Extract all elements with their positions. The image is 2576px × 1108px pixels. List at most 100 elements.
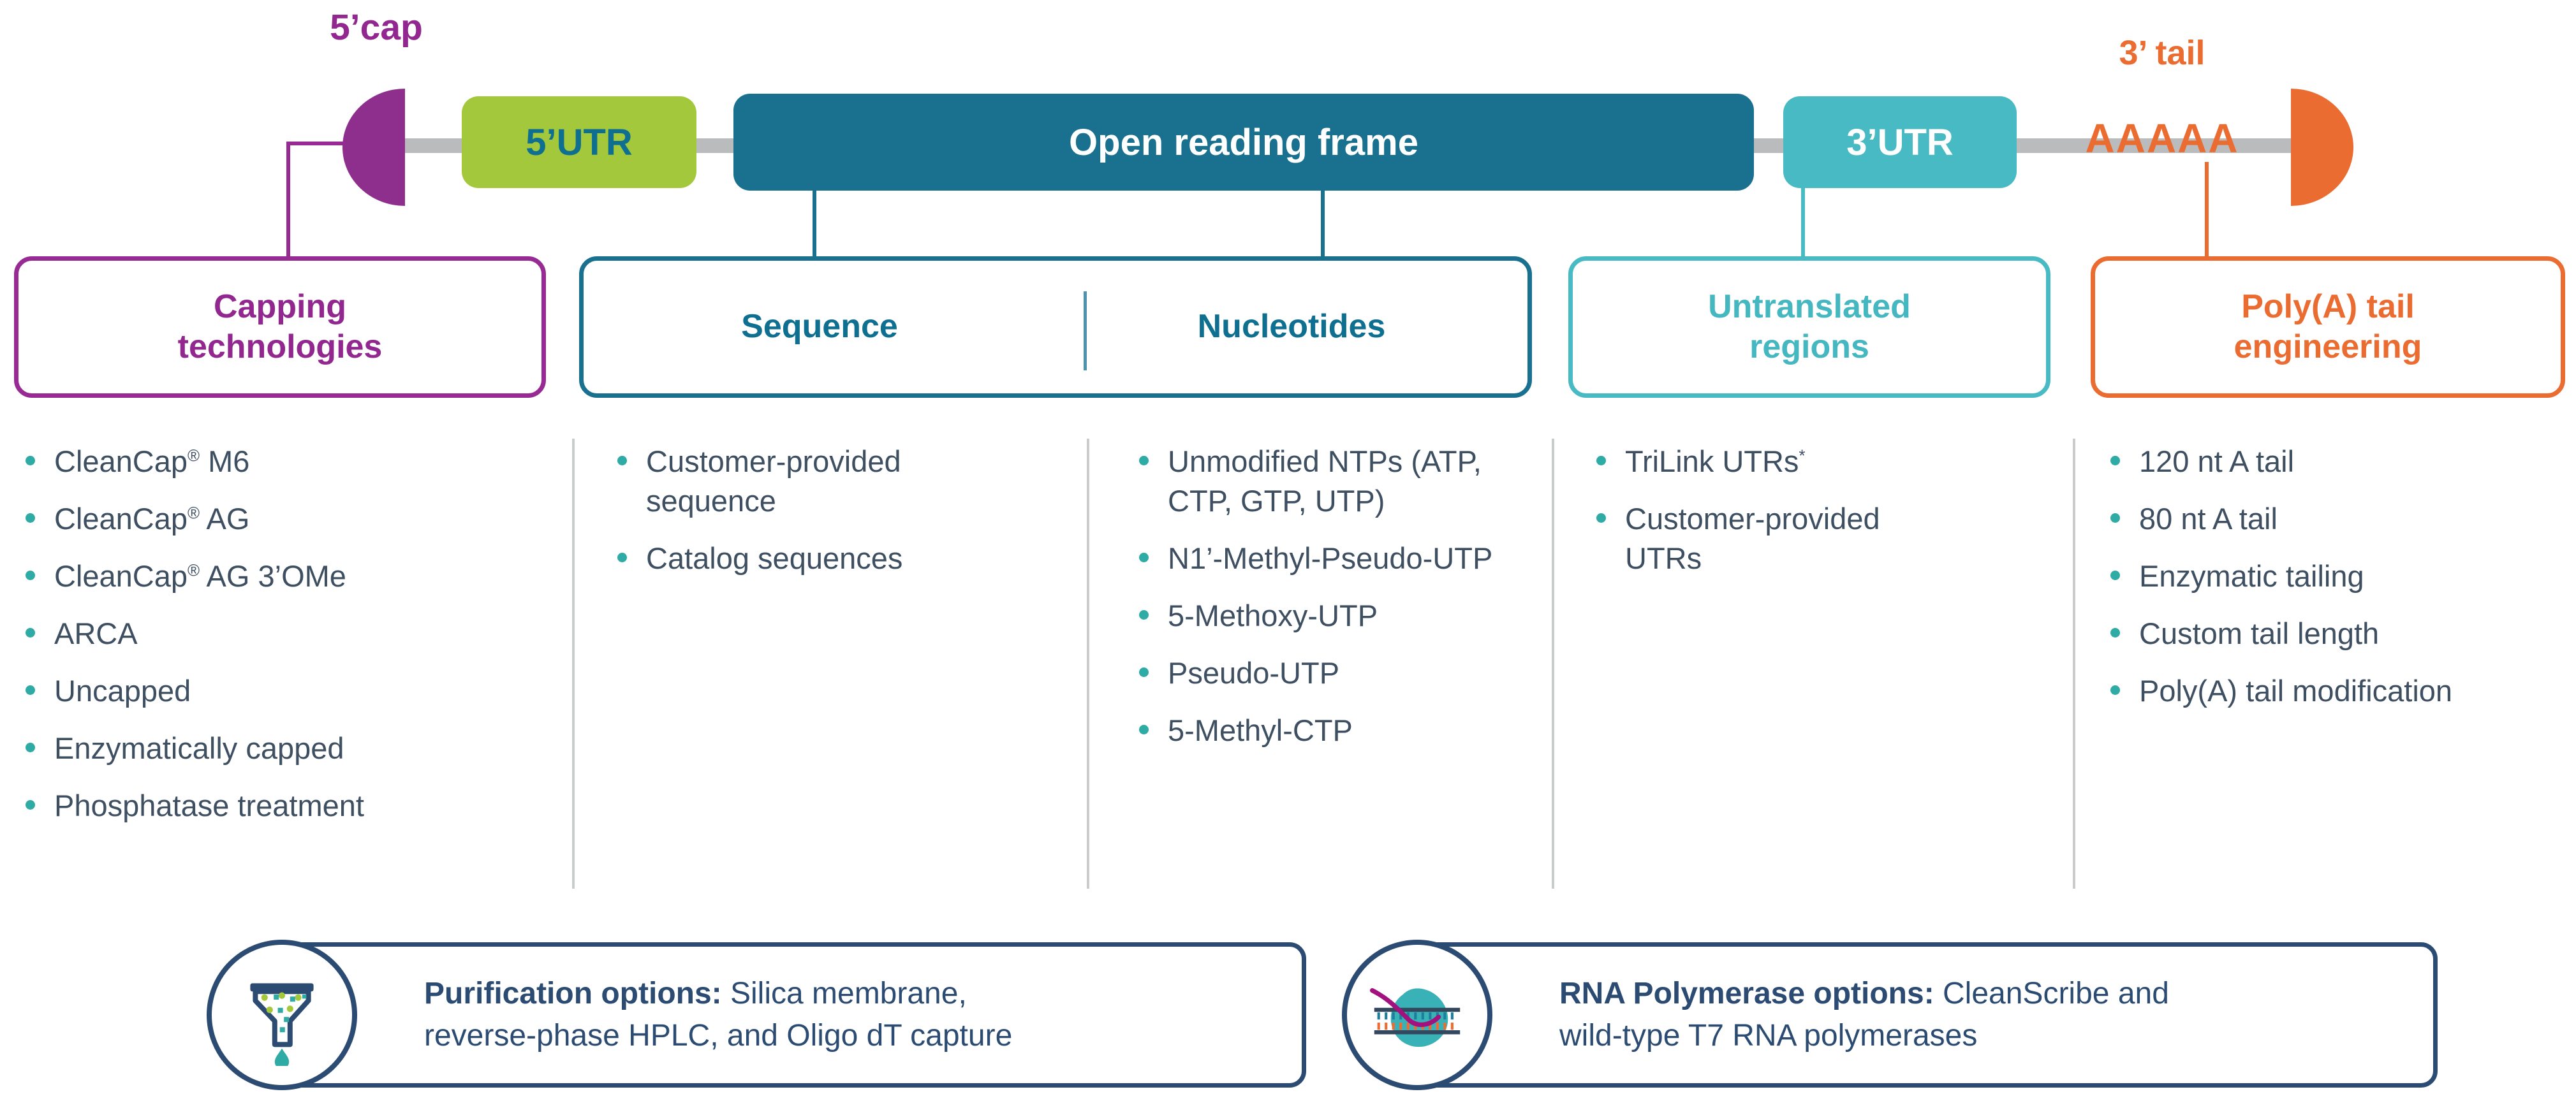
column-divider	[2073, 439, 2075, 889]
list-item-label: CleanCap® M6	[54, 444, 250, 478]
list-item-label: Customer-provided sequence	[646, 444, 901, 518]
bullet-dot-icon	[2110, 685, 2120, 696]
capping-options-list: CleanCap® M6 CleanCap® AG CleanCap® AG 3’O…	[26, 442, 561, 843]
list-item-label: Enzymatic tailing	[2139, 559, 2364, 594]
bullet-dot-icon	[26, 628, 35, 638]
bullet-dot-icon	[26, 800, 35, 810]
polya-tail-engineering-title: Poly(A) tail engineering	[2234, 288, 2422, 365]
rna-polymerase-options-detail: CleanScribe and wild-type T7 RNA polymer…	[1559, 976, 2169, 1053]
bullet-dot-icon	[26, 685, 35, 696]
list-item-label: CleanCap® AG 3’OMe	[54, 559, 346, 594]
three-tail-label: 3’ tail	[2119, 34, 2205, 72]
nucleotide-options-list: Unmodified NTPs (ATP, CTP, GTP, UTP) N1’-…	[1139, 442, 1496, 768]
list-item: CleanCap® AG	[26, 499, 561, 539]
utr3-connector	[1801, 186, 1805, 260]
list-item: Customer-provided UTRs	[1596, 499, 1954, 578]
rna-polymerase-icon-graphic	[1370, 988, 1461, 1047]
polya-tail-engineering-box: Poly(A) tail engineering	[2091, 256, 2565, 398]
bullet-dot-icon	[26, 513, 35, 523]
list-item: Catalog sequences	[617, 539, 1000, 578]
purification-options-text: Purification options: Silica membrane, r…	[424, 973, 1068, 1057]
column-divider	[1552, 439, 1554, 889]
list-item-label: Poly(A) tail modification	[2139, 674, 2453, 708]
bullet-dot-icon	[2110, 456, 2120, 465]
bullet-dot-icon	[1139, 725, 1149, 735]
list-item: CleanCap® M6	[26, 442, 561, 481]
sequence-nucleotides-divider	[1084, 291, 1087, 370]
orf-nucleotides-connector	[1321, 189, 1325, 260]
column-divider	[1087, 439, 1089, 889]
three-prime-cap-shape	[2291, 89, 2353, 206]
bullet-dot-icon	[2110, 513, 2120, 523]
list-item-label: ARCA	[54, 616, 138, 651]
sequence-nucleotides-box: Sequence Nucleotides	[579, 256, 1532, 398]
list-item-label: Customer-provided UTRs	[1625, 502, 1880, 576]
list-item: CleanCap® AG 3’OMe	[26, 557, 561, 596]
capping-technologies-title: Capping technologies	[177, 288, 383, 365]
list-item: Uncapped	[26, 671, 561, 711]
list-item-label: Catalog sequences	[646, 541, 903, 576]
bullet-dot-icon	[617, 553, 627, 563]
list-item-label: Custom tail length	[2139, 616, 2380, 651]
capping-technologies-box: Capping technologies	[14, 256, 546, 398]
capping-connector-vertical	[286, 142, 290, 260]
list-item-label: CleanCap® AG	[54, 502, 250, 536]
list-item-label: TriLink UTRs*	[1625, 444, 1806, 478]
bullet-dot-icon	[1139, 610, 1149, 620]
bullet-dot-icon	[1596, 456, 1606, 465]
purification-options-box: Purification options: Silica membrane, r…	[260, 942, 1306, 1088]
bullet-dot-icon	[1139, 456, 1149, 465]
list-item: Enzymatically capped	[26, 729, 561, 768]
list-item-label: N1’-Methyl-Pseudo-UTP	[1168, 541, 1493, 576]
sequence-half: Sequence	[584, 307, 1056, 347]
funnel-icon-graphic	[250, 983, 314, 1066]
list-item: 120 nt A tail	[2110, 442, 2455, 481]
funnel-icon	[207, 940, 357, 1090]
untranslated-regions-title: Untranslated regions	[1708, 288, 1911, 365]
five-utr-segment: 5’UTR	[462, 96, 696, 188]
list-item: N1’-Methyl-Pseudo-UTP	[1139, 539, 1496, 578]
nucleotides-title: Nucleotides	[1197, 308, 1386, 346]
five-prime-cap-shape	[342, 89, 405, 206]
untranslated-regions-box: Untranslated regions	[1568, 256, 2050, 398]
orf-segment: Open reading frame	[733, 94, 1754, 191]
list-item: Custom tail length	[2110, 614, 2455, 653]
orf-sequence-connector	[813, 189, 816, 260]
list-item: 5-Methoxy-UTP	[1139, 596, 1496, 636]
list-item-label: Phosphatase treatment	[54, 789, 364, 823]
list-item: Unmodified NTPs (ATP, CTP, GTP, UTP)	[1139, 442, 1496, 521]
rna-polymerase-icon	[1342, 940, 1492, 1090]
list-item: 80 nt A tail	[2110, 499, 2455, 539]
rna-polymerase-options-text: RNA Polymerase options: CleanScribe and …	[1559, 973, 2172, 1057]
bullet-dot-icon	[2110, 628, 2120, 638]
list-item-label: 5-Methoxy-UTP	[1168, 599, 1378, 633]
bullet-dot-icon	[1139, 667, 1149, 678]
list-item: 5-Methyl-CTP	[1139, 711, 1496, 750]
list-item: ARCA	[26, 614, 561, 653]
list-item-label: Enzymatically capped	[54, 731, 344, 766]
list-item: Customer-provided sequence	[617, 442, 1000, 521]
column-divider	[572, 439, 575, 889]
polya-connector	[2205, 162, 2209, 260]
capping-connector-horizontal	[286, 142, 346, 145]
list-item: TriLink UTRs*	[1596, 442, 1954, 481]
purification-options-detail: Silica membrane, reverse-phase HPLC, and…	[424, 976, 1013, 1053]
three-utr-label: 3’UTR	[1846, 121, 1954, 163]
five-utr-label: 5’UTR	[526, 121, 633, 163]
bullet-dot-icon	[1139, 553, 1149, 563]
list-item: Poly(A) tail modification	[2110, 671, 2455, 711]
three-utr-segment: 3’UTR	[1783, 96, 2017, 188]
list-item: Phosphatase treatment	[26, 786, 561, 826]
rna-polymerase-options-box: RNA Polymerase options: CleanScribe and …	[1395, 942, 2438, 1088]
five-prime-cap-label: 5’cap	[330, 7, 423, 48]
purification-options-lead: Purification options:	[424, 976, 722, 1010]
rna-polymerase-options-lead: RNA Polymerase options:	[1559, 976, 1934, 1010]
list-item-label: Unmodified NTPs (ATP, CTP, GTP, UTP)	[1168, 444, 1482, 518]
bullet-dot-icon	[2110, 571, 2120, 581]
list-item-label: Uncapped	[54, 674, 191, 708]
bullet-dot-icon	[26, 571, 35, 581]
nucleotides-half: Nucleotides	[1056, 307, 1527, 347]
list-item: Enzymatic tailing	[2110, 557, 2455, 596]
